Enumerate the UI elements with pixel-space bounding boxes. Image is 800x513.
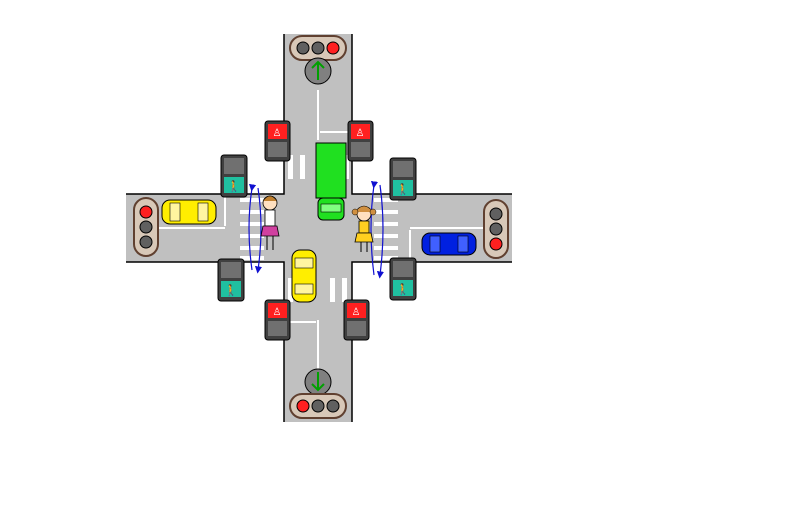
yellow-car-south-icon — [291, 249, 317, 303]
west-path-arrow — [249, 188, 261, 270]
svg-text:♙: ♙ — [273, 307, 282, 318]
svg-text:🚶: 🚶 — [224, 284, 238, 297]
traffic-light-north — [289, 35, 347, 85]
ped-signal-east-bottom: 🚶 — [389, 257, 417, 301]
girl-west-crossing-icon — [260, 195, 280, 250]
ped-signal-south-left: ♙ — [264, 299, 291, 341]
pedestrian-paths — [249, 185, 383, 275]
svg-text:🚶: 🚶 — [396, 183, 410, 196]
svg-text:♙: ♙ — [352, 307, 361, 318]
ped-signal-north-right: ♙ — [347, 120, 374, 162]
svg-text:♙: ♙ — [356, 128, 365, 139]
svg-text:🚶: 🚶 — [396, 283, 410, 296]
ped-signal-west-bottom: 🚶 — [217, 258, 245, 302]
lane-markings — [140, 90, 495, 400]
svg-text:♙: ♙ — [273, 128, 282, 139]
east-path-arrow — [371, 185, 383, 275]
traffic-light-west — [133, 197, 159, 257]
road-edges — [126, 34, 512, 422]
svg-text:🚶: 🚶 — [227, 180, 241, 193]
traffic-light-east — [483, 199, 509, 259]
ped-signal-north-left: ♙ — [264, 120, 291, 162]
ped-signal-west-top: 🚶 — [220, 154, 248, 198]
crosswalk-south — [288, 278, 347, 302]
crosswalk-east — [374, 198, 398, 260]
green-truck-north-icon — [315, 142, 347, 221]
ped-signal-south-right: ♙ — [343, 299, 370, 341]
roads — [126, 34, 512, 422]
traffic-light-south — [289, 368, 347, 419]
ped-signals: ♙ ♙ ♙ ♙ 🚶 — [217, 120, 417, 341]
green-arrow-up-icon — [311, 60, 325, 80]
yellow-car-west-icon — [161, 199, 217, 225]
girl-east-crossing-icon — [351, 205, 377, 252]
green-arrow-down-icon — [311, 372, 325, 392]
ped-signal-east-top: 🚶 — [389, 157, 417, 201]
blue-car-east-icon — [421, 232, 477, 256]
